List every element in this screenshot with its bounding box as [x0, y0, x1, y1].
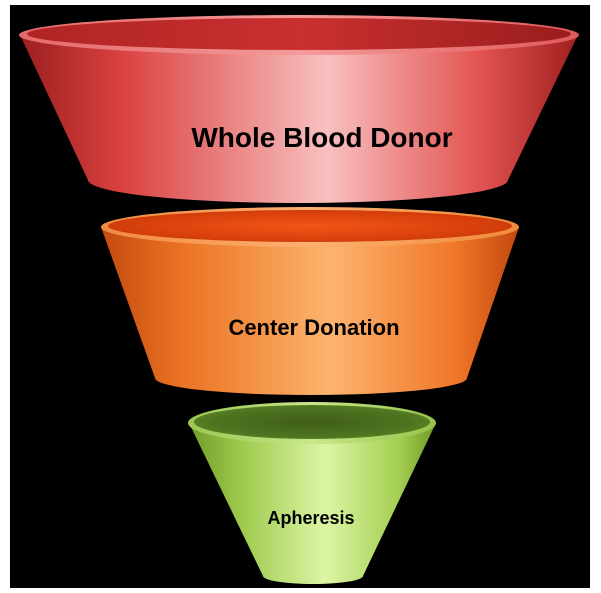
funnel-stage-whole-blood: Whole Blood Donor	[19, 15, 579, 203]
funnel-stage-body	[101, 227, 519, 395]
stage-label-apheresis: Apheresis	[267, 508, 354, 528]
funnel-stage-body	[20, 35, 578, 203]
funnel-stage-apheresis: Apheresis	[188, 402, 436, 584]
funnel-stage-top	[194, 405, 430, 439]
stage-label-center-donation: Center Donation	[228, 315, 399, 340]
funnel-stage-body	[189, 423, 436, 584]
stage-label-whole-blood: Whole Blood Donor	[191, 122, 452, 153]
funnel-stage-top	[27, 18, 571, 50]
funnel-stage-center-donation: Center Donation	[101, 207, 519, 395]
funnel-stage-top	[108, 210, 512, 242]
